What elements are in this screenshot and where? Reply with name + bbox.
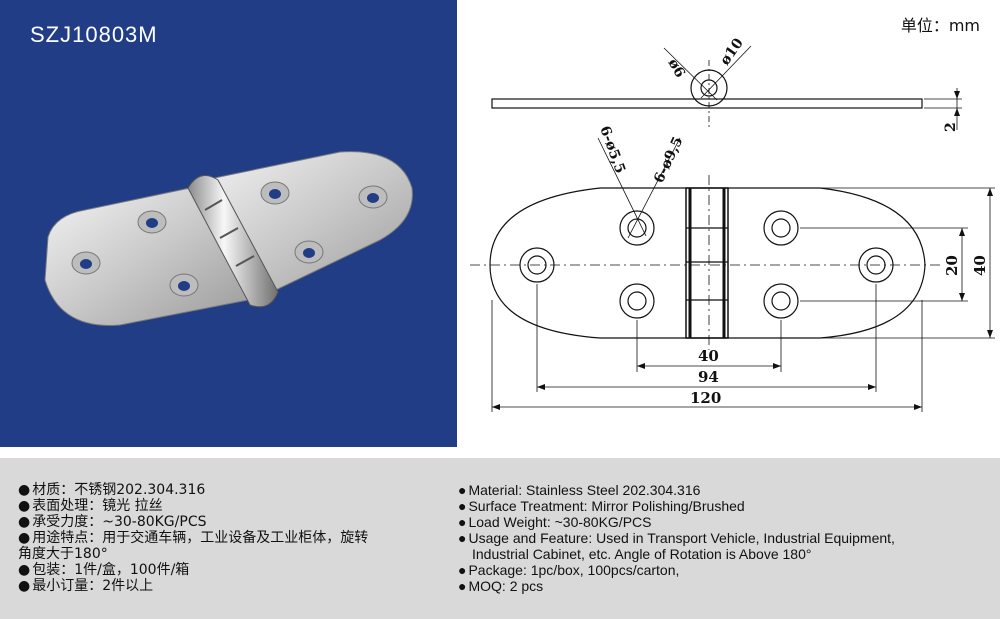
- drawing-hole: [619, 210, 655, 246]
- dim-holes-through: 6-ø5,5: [596, 124, 628, 176]
- technical-drawing: 单位：mm: [457, 0, 1000, 447]
- dim-hole-spacing: 40: [698, 347, 719, 365]
- top-view-outline: [489, 187, 926, 339]
- drawing-svg: ø6 ø10 2 6-ø5,5 6-ø9,5 40 94 120 20 40: [470, 35, 995, 412]
- spec-item-cn: ●承受力度：~30-80KG/PCS: [18, 514, 207, 530]
- spec-item-en: ●Load Weight: ~30-80KG/PCS: [458, 514, 652, 530]
- spec-item-cn: ●最小订量：2件以上: [18, 578, 154, 594]
- hinge-photo: [44, 151, 413, 326]
- drawing-hole: [519, 247, 555, 283]
- hinge-hole: [260, 181, 290, 205]
- spec-item-cn: ●包装：1件/盒，100件/箱: [18, 562, 190, 578]
- side-view-plate: [491, 98, 923, 109]
- drawing-hole: [619, 283, 655, 319]
- unit-label: 单位：mm: [900, 16, 980, 35]
- dim-thickness: 2: [943, 122, 959, 132]
- spec-item-en: ●Usage and Feature: Used in Transport Ve…: [458, 530, 895, 546]
- bullet-icon: ●: [18, 482, 31, 498]
- bullet-icon: ●: [18, 530, 31, 546]
- model-code: SZJ10803M: [30, 22, 158, 47]
- dim-holes-counter: 6-ø9,5: [651, 134, 686, 185]
- dim-hole-large: ø10: [717, 35, 747, 68]
- spec-item-cn: ●用途特点：用于交通车辆，工业设备及工业柜体，旋转: [18, 530, 369, 546]
- specifications-panel: ●材质：不锈钢202.304.316 ●表面处理：镜光 拉丝 ●承受力度：~30…: [0, 458, 1000, 619]
- spec-item-en: ●MOQ: 2 pcs: [458, 578, 544, 594]
- hinge-hole: [71, 251, 101, 275]
- dim-total-length: 120: [690, 389, 721, 407]
- spec-item-cn: ●材质：不锈钢202.304.316: [18, 482, 206, 498]
- dim-total-width: 40: [971, 255, 989, 276]
- hinge-hole: [137, 210, 167, 234]
- top-view-knuckle: [685, 187, 729, 339]
- hinge-hole: [358, 185, 388, 209]
- product-photo-panel: SZJ10803M: [0, 0, 457, 447]
- bullet-icon: ●: [458, 482, 467, 498]
- specs-english: ●Material: Stainless Steel 202.304.316 ●…: [458, 482, 988, 594]
- dim-hole-small: ø6: [665, 56, 688, 81]
- bullet-icon: ●: [458, 514, 467, 530]
- bullet-icon: ●: [18, 514, 31, 530]
- drawing-hole: [763, 210, 799, 246]
- bullet-icon: ●: [18, 578, 31, 594]
- dim-outer-hole-spacing: 94: [698, 368, 719, 386]
- spec-item-cn-continued: 角度大于180°: [18, 546, 108, 562]
- bullet-icon: ●: [18, 562, 31, 578]
- dim-inner-width: 20: [943, 255, 961, 276]
- bullet-icon: ●: [458, 578, 467, 594]
- spec-item-en: ●Material: Stainless Steel 202.304.316: [458, 482, 701, 498]
- drawing-hole: [858, 247, 894, 283]
- spec-item-en: ●Package: 1pc/box, 100pcs/carton,: [458, 562, 680, 578]
- specs-chinese: ●材质：不锈钢202.304.316 ●表面处理：镜光 拉丝 ●承受力度：~30…: [18, 482, 448, 594]
- spec-item-en: ●Surface Treatment: Mirror Polishing/Bru…: [458, 498, 745, 514]
- bullet-icon: ●: [458, 562, 467, 578]
- spec-item-en-continued: Industrial Cabinet, etc. Angle of Rotati…: [472, 546, 812, 562]
- drawing-hole: [763, 283, 799, 319]
- spec-item-cn: ●表面处理：镜光 拉丝: [18, 498, 163, 514]
- hinge-hole: [294, 240, 324, 264]
- bullet-icon: ●: [458, 530, 467, 546]
- bullet-icon: ●: [18, 498, 31, 514]
- bullet-icon: ●: [458, 498, 467, 514]
- hinge-hole: [169, 273, 199, 297]
